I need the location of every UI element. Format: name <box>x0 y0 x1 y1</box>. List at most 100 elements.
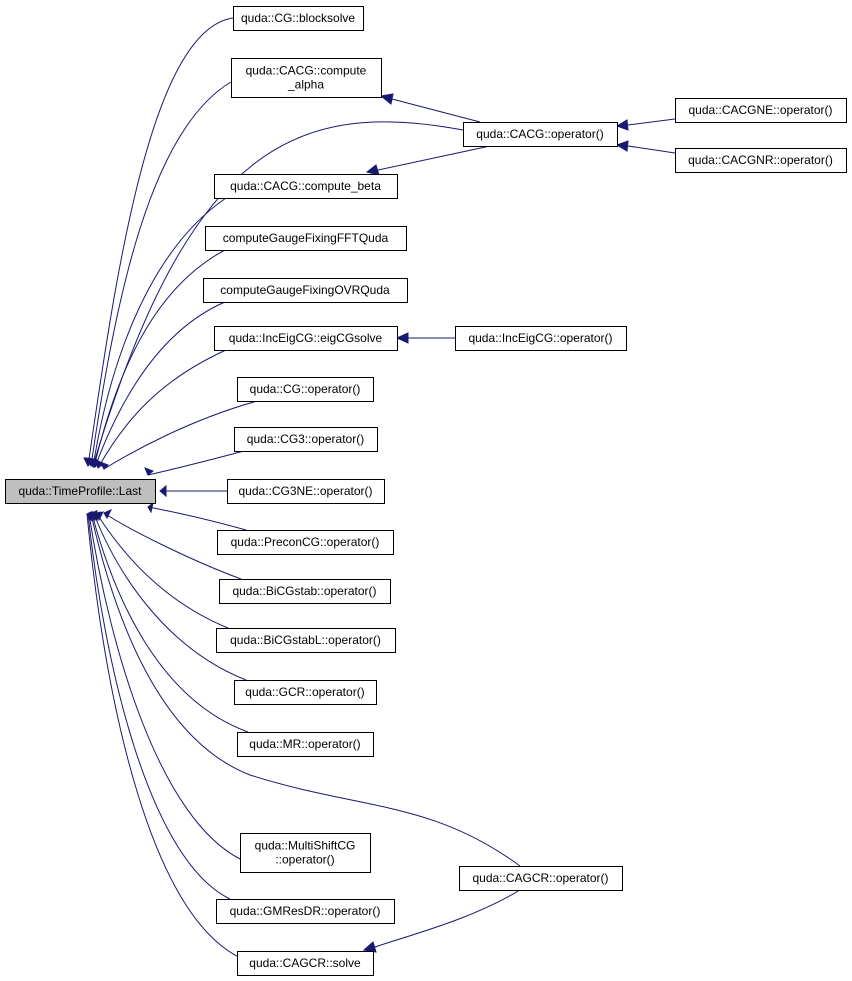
node-box <box>214 174 398 199</box>
edge-cg-op-to-last <box>98 400 258 470</box>
node-label: quda::CG::operator() <box>250 382 361 396</box>
edge-inceig-op-to-inceig-solve <box>395 332 455 344</box>
node-cacgnr-op[interactable]: quda::CACGNR::operator() <box>675 148 847 173</box>
arrowhead-icon <box>144 467 154 476</box>
node-box <box>463 122 618 147</box>
edge-line <box>93 249 226 468</box>
node-label: quda::CG::blocksolve <box>241 11 355 25</box>
node-label: quda::BiCGstab::operator() <box>232 584 376 598</box>
edge-cacg-op-to-cacg-beta <box>365 145 491 176</box>
node-label: quda::CACG::compute <box>246 64 367 78</box>
node-box <box>237 951 374 976</box>
edge-line <box>88 513 243 861</box>
node-box <box>203 278 408 303</box>
edge-cacgnr-op-to-cacg-op <box>615 140 676 154</box>
edge-cg3ne-op-to-last <box>159 484 227 498</box>
node-gfft[interactable]: computeGaugeFixingFFTQuda <box>205 226 407 251</box>
node-label: computeGaugeFixingFFTQuda <box>223 231 389 245</box>
edge-line <box>391 98 481 123</box>
node-cagcr-op[interactable]: quda::CAGCR::operator() <box>459 866 623 891</box>
node-box <box>216 899 395 924</box>
arrowhead-icon <box>159 484 167 498</box>
node-label: quda::CAGCR::solve <box>249 956 361 970</box>
node-label: quda::BiCGstabL::operator() <box>230 633 381 647</box>
edge-bicgl-op-to-last <box>96 511 229 629</box>
node-label: quda::IncEigCG::operator() <box>468 331 612 345</box>
arrowhead-icon <box>615 119 629 131</box>
edge-line <box>92 121 464 467</box>
node-box <box>234 427 378 452</box>
edge-cagcr-solve-to-last <box>86 511 246 961</box>
node-cg-blocksolve[interactable]: quda::CG::blocksolve <box>233 6 364 31</box>
node-label: quda::GMResDR::operator() <box>230 904 381 918</box>
node-inceig-op[interactable]: quda::IncEigCG::operator() <box>455 326 627 351</box>
edge-gmres-op-to-last <box>87 511 231 900</box>
node-govr[interactable]: computeGaugeFixingOVRQuda <box>203 278 408 303</box>
node-label: quda::CG3NE::operator() <box>238 484 372 498</box>
edge-line <box>90 81 232 467</box>
edge-bicg-op-to-last <box>103 509 242 580</box>
node-box <box>675 98 847 123</box>
arrowhead-icon <box>94 458 104 469</box>
node-cagcr-solve[interactable]: quda::CAGCR::solve <box>237 951 374 976</box>
node-cg3-op[interactable]: quda::CG3::operator() <box>234 427 378 452</box>
node-box <box>205 226 407 251</box>
edge-line <box>97 349 227 469</box>
node-box <box>234 680 377 705</box>
edge-line <box>377 145 491 171</box>
edge-line <box>147 506 247 531</box>
node-bicg-op[interactable]: quda::BiCGstab::operator() <box>219 579 391 604</box>
node-label: computeGaugeFixingOVRQuda <box>220 283 390 297</box>
node-box <box>675 148 847 173</box>
node-box <box>455 326 627 351</box>
nodes: quda::TimeProfile::Last quda::CG::blockso… <box>5 6 847 976</box>
edge-line <box>90 513 521 867</box>
node-precon-op[interactable]: quda::PreconCG::operator() <box>217 530 394 555</box>
arrowhead-icon <box>615 140 629 152</box>
edge-line <box>92 197 227 468</box>
arrowhead-icon <box>365 164 380 176</box>
node-label: quda::CACG::operator() <box>476 127 603 141</box>
arrowhead-icon <box>362 941 377 953</box>
node-box <box>216 628 396 653</box>
node-cacg-alpha[interactable]: quda::CACG::compute_alpha <box>231 58 382 98</box>
node-box <box>231 58 382 98</box>
edge-line <box>374 889 521 948</box>
node-box <box>217 530 394 555</box>
node-gmres-op[interactable]: quda::GMResDR::operator() <box>216 899 395 924</box>
edge-line <box>627 118 676 126</box>
node-bicgl-op[interactable]: quda::BiCGstabL::operator() <box>216 628 396 653</box>
arrowhead-icon <box>395 332 409 344</box>
edge-precon-op-to-last <box>147 501 247 531</box>
edge-line <box>91 513 249 733</box>
node-label: quda::CACG::compute_beta <box>230 179 381 193</box>
edge-line <box>103 512 242 580</box>
arrowhead-icon <box>103 509 113 520</box>
node-box <box>214 326 398 351</box>
node-box <box>240 833 371 873</box>
node-box <box>237 732 374 757</box>
node-cacgne-op[interactable]: quda::CACGNE::operator() <box>675 98 847 123</box>
node-multishift-op[interactable]: quda::MultiShiftCG::operator() <box>240 833 371 873</box>
edge-cacgne-op-to-cacg-op <box>615 118 676 131</box>
node-last[interactable]: quda::TimeProfile::Last <box>5 479 156 504</box>
node-box <box>459 866 623 891</box>
node-mr-op[interactable]: quda::MR::operator() <box>237 732 374 757</box>
node-cg3ne-op[interactable]: quda::CG3NE::operator() <box>227 479 385 504</box>
node-label: quda::CACGNR::operator() <box>688 153 833 167</box>
node-cacg-op[interactable]: quda::CACG::operator() <box>463 122 618 147</box>
node-inceig-solve[interactable]: quda::IncEigCG::eigCGsolve <box>214 326 398 351</box>
node-label: quda::CG3::operator() <box>247 432 364 446</box>
node-label: quda::TimeProfile::Last <box>19 484 143 498</box>
node-cacg-beta[interactable]: quda::CACG::compute_beta <box>214 174 398 199</box>
node-gcr-op[interactable]: quda::GCR::operator() <box>234 680 377 705</box>
arrowhead-icon <box>379 93 394 105</box>
arrowhead-icon <box>98 461 109 470</box>
edge-line <box>627 145 676 154</box>
edge-line <box>87 513 231 900</box>
edges <box>83 17 676 961</box>
node-cg-op[interactable]: quda::CG::operator() <box>237 377 374 402</box>
edge-multishift-op-to-last <box>88 511 243 861</box>
node-label: quda::IncEigCG::eigCGsolve <box>229 331 383 345</box>
